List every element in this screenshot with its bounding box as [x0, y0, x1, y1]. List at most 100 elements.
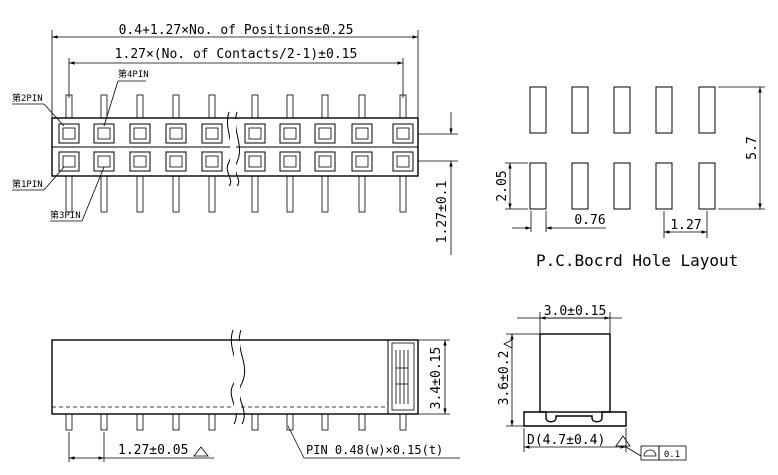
socket-bottom-inner — [205, 155, 219, 168]
dim-overall-length: 0.4+1.27×No. of Positions±0.25 — [119, 23, 354, 38]
socket-bottom-inner — [97, 155, 111, 168]
side-pin — [321, 413, 329, 431]
pin2-label: 第2PIN — [12, 92, 43, 104]
dim-pad-width: 0.76 — [574, 213, 605, 228]
pcb-layout-title: P.C.Bocrd Hole Layout — [536, 251, 738, 270]
top-view: 0.4+1.27×No. of Positions±0.25 1.27×(No.… — [12, 23, 458, 255]
socket-top-inner — [318, 127, 332, 140]
socket-top — [392, 123, 414, 144]
socket-top — [93, 123, 115, 144]
socket-bottom — [165, 151, 187, 172]
side-pins — [65, 413, 407, 431]
socket-bottom — [93, 151, 115, 172]
pad-top — [655, 86, 673, 134]
pad-top — [529, 86, 547, 134]
pin-dimension-note: PIN 0.48(w)×0.15(t) — [306, 443, 443, 457]
side-view: 3.4±0.15 1.27±0.05 PIN 0.48(w)×0.15(t) — [51, 329, 460, 462]
socket-top-inner — [97, 127, 111, 140]
pin-lead-top — [136, 94, 144, 119]
dim-pin-pitch: 1.27±0.05 — [118, 443, 188, 458]
dim-pad-pitch: 1.27 — [670, 218, 701, 233]
pin-array — [58, 94, 414, 213]
socket-top — [351, 123, 373, 144]
socket-bottom — [129, 151, 151, 172]
dim-overall-height: 5.7 — [745, 136, 760, 159]
pad-top — [613, 86, 631, 134]
socket-bottom — [351, 151, 373, 172]
side-pin — [399, 413, 407, 431]
socket-top — [279, 123, 301, 144]
socket-bottom — [392, 151, 414, 172]
side-pin — [65, 413, 73, 431]
socket-bottom-inner — [283, 155, 297, 168]
side-pin — [100, 413, 108, 431]
pad-top — [698, 86, 716, 134]
pin-lead-bottom — [358, 175, 366, 213]
socket-top — [314, 123, 336, 144]
side-pin — [208, 413, 216, 431]
pin-lead-bottom — [399, 175, 407, 213]
pin-lead-bottom — [208, 175, 216, 213]
pcb-hole-layout: 5.7 2.05 0.76 1.27 P.C.Bocrd Hole Layout — [495, 86, 765, 270]
dim-contacts-span: 1.27×(No. of Contacts/2-1)±0.15 — [115, 47, 358, 62]
pad-bottom — [571, 162, 589, 210]
side-pin — [286, 413, 294, 431]
pin-lead-top — [172, 94, 180, 119]
pin1-label: 第1PIN — [12, 178, 43, 190]
pin-lead-top — [100, 94, 108, 119]
socket-top — [58, 123, 80, 144]
flatness-value: 0.1 — [664, 450, 680, 460]
pad-top — [571, 86, 589, 134]
socket-top — [201, 123, 223, 144]
socket-bottom — [244, 151, 266, 172]
pin-lead-bottom — [100, 175, 108, 213]
socket-bottom — [279, 151, 301, 172]
pin-lead-bottom — [65, 175, 73, 213]
socket-bottom-inner — [318, 155, 332, 168]
pin-lead-top — [65, 94, 73, 119]
pad-bottom — [655, 162, 673, 210]
socket-top-inner — [133, 127, 147, 140]
end-view: 3.0±0.15 3.6±0.2 D(4.7±0.4) 0.1 — [497, 304, 687, 461]
socket-top-inner — [169, 127, 183, 140]
pin-lead-bottom — [136, 175, 144, 213]
socket-bottom-inner — [62, 155, 76, 168]
pin-lead-bottom — [251, 175, 259, 213]
dim-end-depth: D(4.7±0.4) — [527, 433, 605, 448]
pin-lead-bottom — [286, 175, 294, 213]
dim-end-width: 3.0±0.15 — [544, 304, 607, 319]
socket-top-inner — [283, 127, 297, 140]
pin-lead-top — [321, 94, 329, 119]
dim-pad-length: 2.05 — [495, 170, 510, 201]
pin3-label: 第3PIN — [50, 209, 81, 221]
socket-bottom-inner — [355, 155, 369, 168]
pin-lead-top — [208, 94, 216, 119]
socket-bottom — [201, 151, 223, 172]
socket-bottom-inner — [133, 155, 147, 168]
socket-bottom — [58, 151, 80, 172]
socket-top-inner — [355, 127, 369, 140]
socket-top — [165, 123, 187, 144]
pin-lead-top — [399, 94, 407, 119]
side-pin — [251, 413, 259, 431]
socket-top — [244, 123, 266, 144]
socket-bottom-inner — [169, 155, 183, 168]
dim-end-height: 3.6±0.2 — [497, 351, 512, 406]
pin-lead-top — [251, 94, 259, 119]
side-pin — [358, 413, 366, 431]
socket-top-inner — [396, 127, 410, 140]
socket-top-inner — [248, 127, 262, 140]
socket-bottom — [314, 151, 336, 172]
pad-array — [529, 86, 716, 210]
pin4-label: 第4PIN — [118, 68, 149, 80]
pin-lead-bottom — [172, 175, 180, 213]
dim-row-pitch: 1.27±0.1 — [435, 181, 450, 244]
socket-top-inner — [205, 127, 219, 140]
side-pin — [136, 413, 144, 431]
socket-bottom-inner — [248, 155, 262, 168]
socket-top-inner — [62, 127, 76, 140]
dim-body-height: 3.4±0.15 — [429, 347, 444, 410]
socket-top — [129, 123, 151, 144]
pin-lead-bottom — [321, 175, 329, 213]
